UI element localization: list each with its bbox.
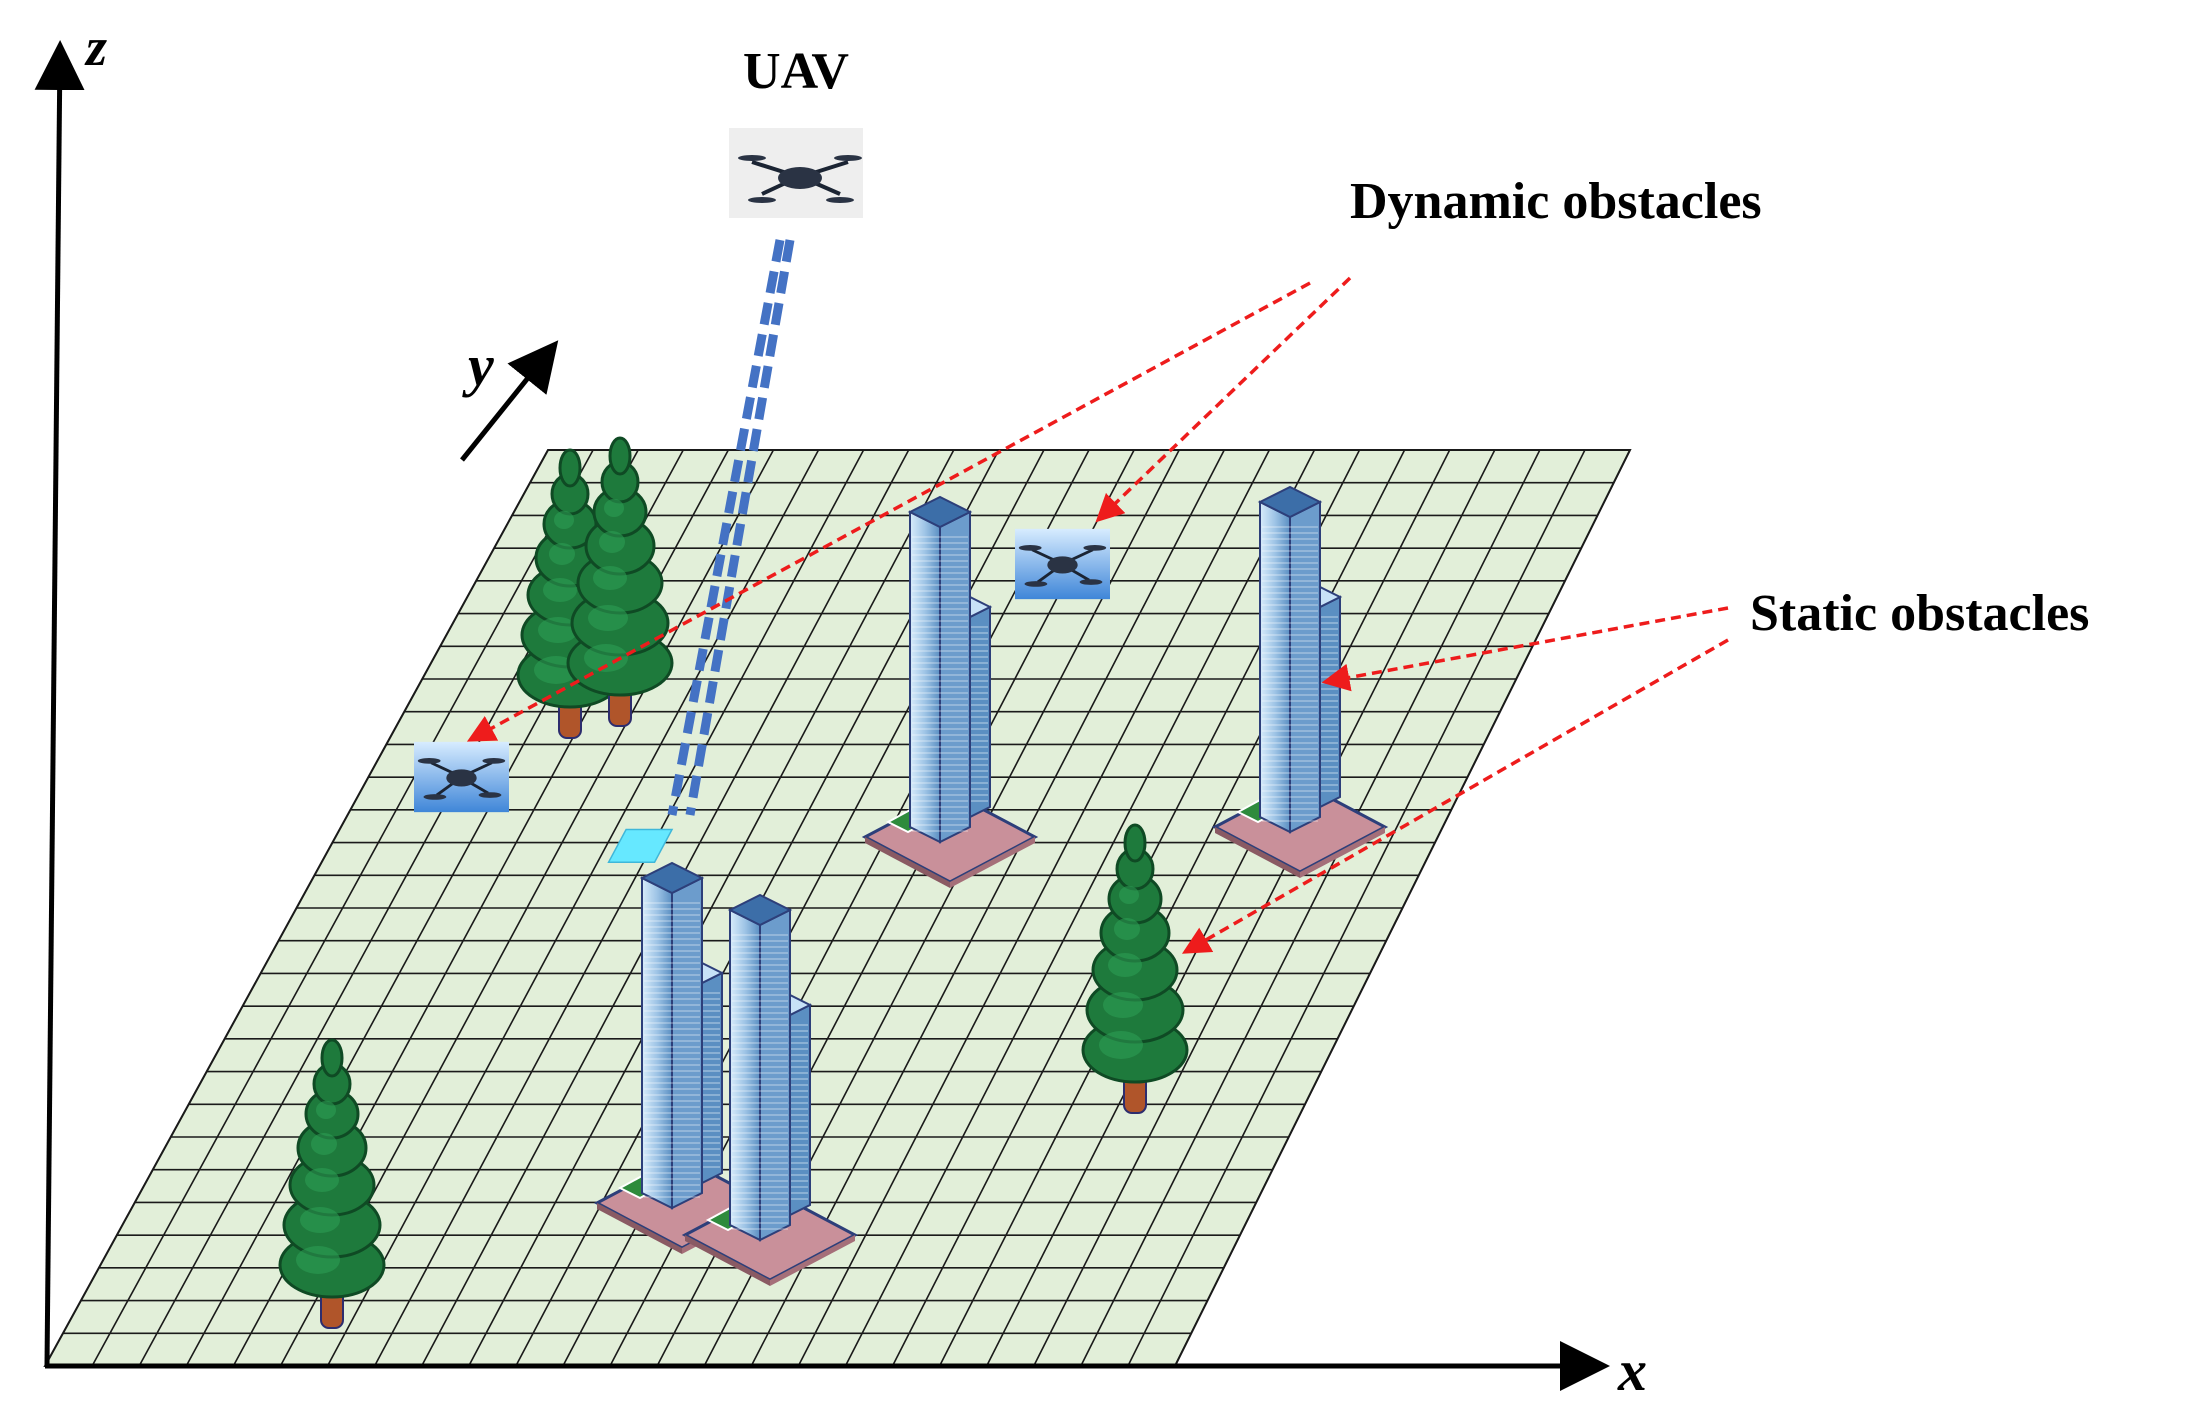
- drone-icon: [738, 155, 862, 203]
- uav: UAV: [729, 43, 863, 218]
- annotation-arrows: [466, 276, 1729, 954]
- static-arrow-1: [1321, 606, 1729, 692]
- drone-icon: [414, 741, 509, 813]
- uav-beam: [667, 239, 795, 816]
- static-arrow-2: [1181, 638, 1729, 954]
- uav-label: UAV: [743, 43, 849, 100]
- z-axis-label: z: [84, 17, 107, 77]
- static-obstacles-label: Static obstacles: [1750, 585, 2089, 642]
- axes: z x y: [34, 17, 1647, 1403]
- y-axis-label: y: [462, 333, 494, 398]
- target-cell: [607, 828, 674, 863]
- drone-icon: [1015, 528, 1110, 600]
- dynamic-obstacles-label: Dynamic obstacles: [1350, 173, 1762, 230]
- z-axis: [34, 40, 85, 1366]
- x-axis-label: x: [1617, 1338, 1647, 1403]
- y-axis: [460, 340, 559, 462]
- dynamic-arrow-2: [1095, 276, 1352, 523]
